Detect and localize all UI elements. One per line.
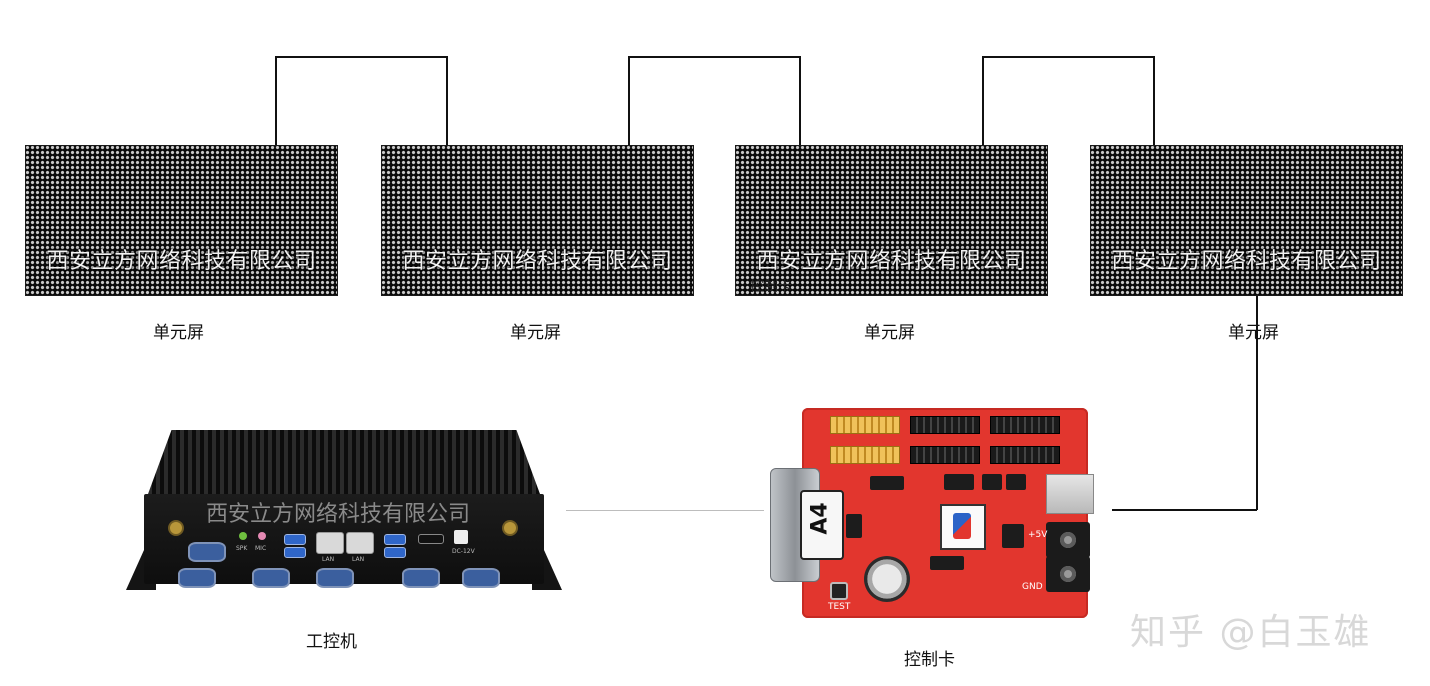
port-label: LAN — [352, 556, 365, 563]
zhihu-watermark: 知乎 @白玉雄 — [1130, 612, 1372, 653]
pin-header-icon — [910, 416, 980, 434]
port-label: LAN — [322, 556, 335, 563]
card-caption: 控制卡 — [904, 650, 955, 670]
pin-header-icon — [830, 446, 900, 464]
port-label: DC-12V — [452, 548, 475, 555]
panel-watermark: 西安立方网络科技有限公司 — [402, 249, 673, 274]
led-unit-panel-4: 西安立方网络科技有限公司 — [1090, 145, 1403, 296]
panel-caption-4: 单元屏 — [1228, 323, 1279, 343]
panel-watermark: 西安立方网络科技有限公司 — [1111, 249, 1382, 274]
pin-header-icon — [990, 446, 1060, 464]
screw-terminal-icon — [1046, 556, 1090, 592]
antenna-icon — [168, 520, 184, 536]
connector-label: A4 — [807, 502, 833, 535]
chip-icon — [870, 476, 904, 490]
pin-header-icon — [910, 446, 980, 464]
led-unit-panel-1: 西安立方网络科技有限公司 — [25, 145, 338, 296]
pc-caption: 工控机 — [306, 632, 357, 652]
audio-jack-icon — [258, 532, 266, 540]
industrial-pc: 西安立方网络科技有限公司 SPK MIC LAN LAN DC-12V — [126, 430, 562, 598]
port-label: SPK — [236, 545, 248, 552]
chip-icon — [846, 514, 862, 538]
coin-battery-icon — [864, 556, 910, 602]
panel-watermark: 西安立方网络科技有限公司 — [46, 249, 317, 274]
pin-header-icon — [830, 416, 900, 434]
lan-port-icon — [346, 532, 374, 554]
lan-port-icon — [316, 532, 344, 554]
pin-header-icon — [990, 416, 1060, 434]
main-controller-chip-icon — [940, 504, 986, 550]
chip-icon — [1002, 524, 1024, 548]
overlapping-label: 控制卡 — [750, 279, 792, 295]
usb-port-icon — [384, 534, 406, 545]
pc-to-card-wire — [566, 510, 764, 511]
com-port-icon — [402, 568, 440, 588]
vga-port-icon — [188, 542, 226, 562]
com-port-icon — [316, 568, 354, 588]
control-card: A4 +5V GND TEST — [770, 406, 1094, 620]
panel-caption-1: 单元屏 — [153, 323, 204, 343]
com-port-icon — [252, 568, 290, 588]
usb-port-icon — [384, 547, 406, 558]
chip-icon — [930, 556, 964, 570]
port-label: MIC — [255, 545, 267, 552]
com-port-icon — [462, 568, 500, 588]
usb-port-icon — [284, 534, 306, 545]
chip-icon — [944, 474, 974, 490]
led-unit-panel-3: 西安立方网络科技有限公司 — [735, 145, 1048, 296]
connector-plate — [800, 490, 844, 560]
screw-terminal-icon — [1046, 522, 1090, 558]
usb-a-port-icon — [1046, 474, 1094, 514]
test-button-icon — [830, 582, 848, 600]
chip-icon — [1006, 474, 1026, 490]
dc-power-jack-icon — [454, 530, 468, 544]
hdmi-port-icon — [418, 534, 444, 544]
usb-port-icon — [284, 547, 306, 558]
audio-jack-icon — [239, 532, 247, 540]
panel-caption-2: 单元屏 — [510, 323, 561, 343]
led-unit-panel-2: 西安立方网络科技有限公司 — [381, 145, 694, 296]
silk-label: GND — [1022, 582, 1043, 592]
pc-watermark: 西安立方网络科技有限公司 — [206, 502, 471, 527]
silk-label: TEST — [828, 602, 851, 612]
com-port-icon — [178, 568, 216, 588]
panel-caption-3: 单元屏 — [864, 323, 915, 343]
heatsink-fins — [148, 430, 540, 494]
chip-icon — [982, 474, 1002, 490]
panel-watermark: 西安立方网络科技有限公司 — [756, 249, 1027, 274]
silk-label: +5V — [1028, 530, 1048, 540]
antenna-icon — [502, 520, 518, 536]
